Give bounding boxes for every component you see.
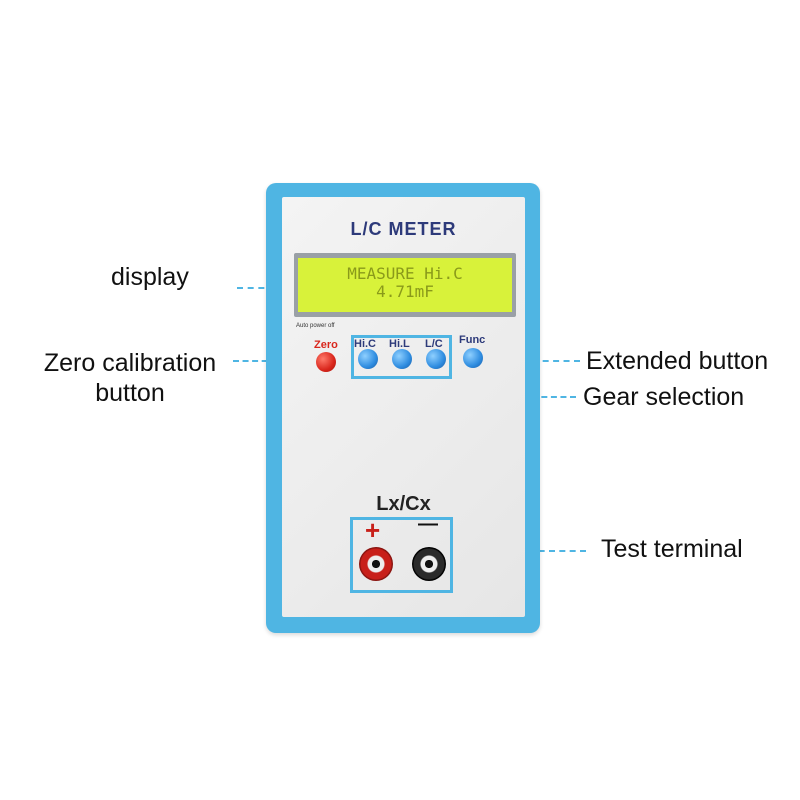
zero-calibration-callout: Zero calibration button (30, 348, 230, 408)
minus-sign: — (418, 513, 438, 535)
device-title: L/C METER (350, 219, 457, 239)
positive-terminal-jack[interactable] (359, 547, 393, 581)
test-terminal-callout: Test terminal (601, 535, 743, 563)
lcd-display: MEASURE Hi.C 4.71mF (298, 258, 512, 312)
terminal-label: Lx/Cx (376, 493, 431, 515)
zero-button[interactable] (316, 352, 336, 372)
hi-l-button[interactable] (392, 349, 412, 369)
gear-selection-highlight (351, 335, 452, 379)
extended-button-callout: Extended button (586, 347, 769, 375)
gear-selection-callout: Gear selection (583, 383, 745, 411)
auto-power-off-label: Auto power off (296, 323, 335, 329)
zero-label: Zero (314, 339, 338, 351)
negative-terminal-jack[interactable] (412, 547, 446, 581)
lcd-line-1: MEASURE Hi.C (347, 264, 463, 283)
zero-callout-line2: button (95, 379, 165, 407)
front-panel: L/C METER MEASURE Hi.C 4.71mF Auto power… (282, 197, 525, 617)
terminal-highlight (350, 517, 453, 593)
hi-c-label: Hi.C (354, 338, 376, 350)
lc-meter-device: L/C METER MEASURE Hi.C 4.71mF Auto power… (266, 183, 540, 633)
func-button[interactable] (463, 348, 483, 368)
lcd-line-2: 4.71mF (376, 282, 434, 301)
hi-c-button[interactable] (358, 349, 378, 369)
lc-button[interactable] (426, 349, 446, 369)
display-callout: display (111, 263, 189, 291)
func-label: Func (459, 334, 486, 346)
plus-sign: + (365, 515, 381, 545)
hi-l-label: Hi.L (389, 338, 410, 350)
lc-label: L/C (425, 338, 443, 350)
lcd-bezel: MEASURE Hi.C 4.71mF (294, 253, 516, 317)
zero-callout-line1: Zero calibration (43, 349, 217, 377)
